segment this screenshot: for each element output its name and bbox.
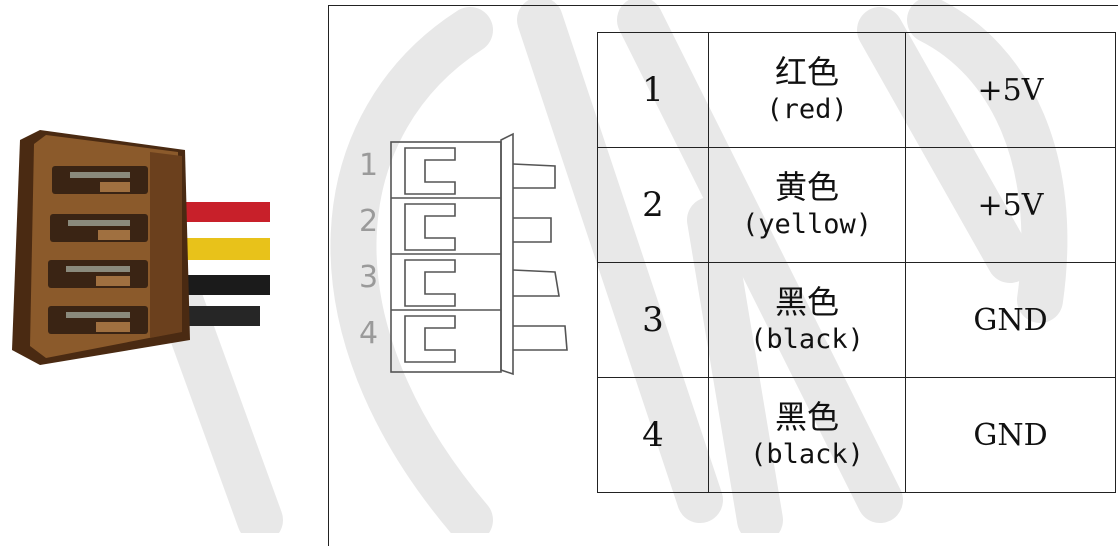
connector-photo xyxy=(12,130,270,365)
wire-color-cell: 黑色 (black) xyxy=(708,377,906,493)
diagram-pin-label-4: 4 xyxy=(359,316,378,351)
wire-color-cn: 黄色 xyxy=(774,168,839,206)
pin-voltage: +5V xyxy=(905,147,1116,263)
pinout-table: 1 红色 (red) +5V 2 黄色 (yellow) +5V 3 黑色 (b… xyxy=(597,32,1116,493)
wire-yellow xyxy=(180,238,270,260)
wire-black-1 xyxy=(175,275,270,295)
diagram-pin-label-3: 3 xyxy=(359,260,378,295)
wire-color-en: (black) xyxy=(750,439,864,470)
wire-color-en: (black) xyxy=(750,324,864,355)
wire-color-cn: 黑色 xyxy=(774,283,839,321)
pin-voltage: GND xyxy=(905,377,1116,493)
wire-color-en: (red) xyxy=(766,94,848,125)
pinout-row: 3 黑色 (black) GND xyxy=(597,262,1116,378)
diagram-pin-label-1: 1 xyxy=(359,148,378,183)
wire-color-cn: 黑色 xyxy=(774,398,839,436)
pin-number: 4 xyxy=(597,377,709,493)
pinout-row: 2 黄色 (yellow) +5V xyxy=(597,147,1116,263)
connector-housing xyxy=(12,130,190,365)
wire-color-cell: 黄色 (yellow) xyxy=(708,147,906,263)
pin-number: 3 xyxy=(597,262,709,378)
wire-color-en: (yellow) xyxy=(741,209,873,240)
pinout-row: 1 红色 (red) +5V xyxy=(597,32,1116,148)
connector-outline-diagram: 1 2 3 4 xyxy=(359,132,568,376)
pin-voltage: GND xyxy=(905,262,1116,378)
pin-number: 1 xyxy=(597,32,709,148)
pinout-row: 4 黑色 (black) GND xyxy=(597,377,1116,493)
wire-color-cell: 红色 (red) xyxy=(708,32,906,148)
figure-frame xyxy=(328,5,1118,546)
pin-voltage: +5V xyxy=(905,32,1116,148)
diagram-pin-label-2: 2 xyxy=(359,204,378,239)
wire-color-cn: 红色 xyxy=(774,53,839,91)
pin-number: 2 xyxy=(597,147,709,263)
wire-black-2 xyxy=(170,306,260,326)
wire-color-cell: 黑色 (black) xyxy=(708,262,906,378)
wire-red xyxy=(180,202,270,222)
